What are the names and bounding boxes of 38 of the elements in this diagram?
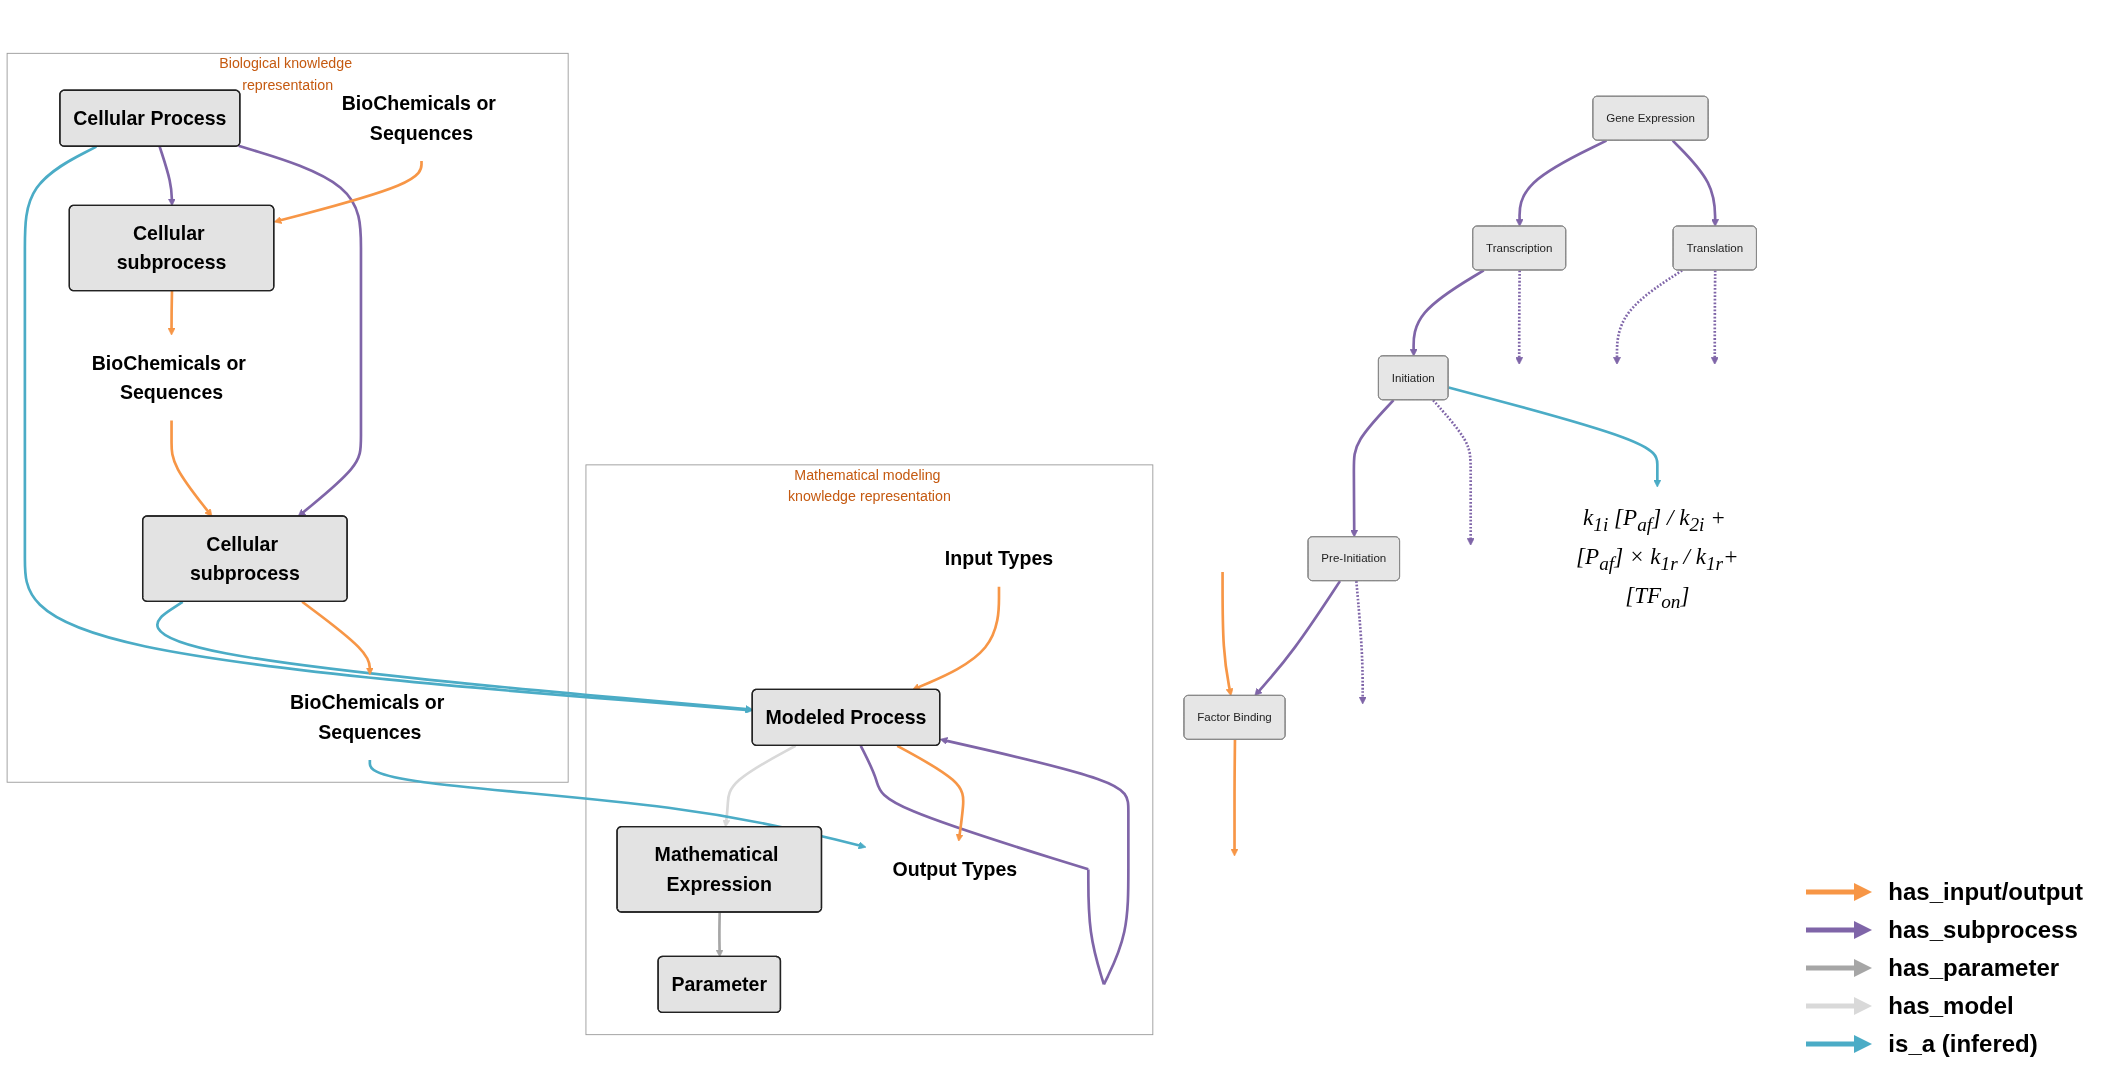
node-text: k$_{1i}$ [P$_{af}$] / k$_{2i}$ + [P$_{af}$] × k$_{1r}$ / k$_{1r}$+[TF$_{on}$]	[1576, 504, 1739, 613]
legend-label: has_subprocess	[1888, 916, 2078, 944]
node-text: BioChemicals or Sequences	[341, 92, 496, 144]
node-text: Input Types	[944, 547, 1054, 570]
arrow	[1221, 572, 1234, 697]
arrow	[1432, 399, 1475, 546]
arrow	[912, 586, 1001, 691]
node-text: BioChemicals or Sequences	[289, 691, 445, 744]
node-text: Output Types	[892, 858, 1018, 881]
arrow	[715, 912, 724, 958]
legend-label: has_model	[1888, 992, 2014, 1020]
arrow	[238, 144, 363, 517]
legend-label: has_parameter	[1888, 954, 2060, 982]
arrow	[156, 600, 753, 713]
arrow	[1409, 269, 1485, 357]
arrow	[170, 420, 213, 517]
arrow	[368, 759, 867, 850]
arrow	[1671, 139, 1720, 227]
arrow	[1350, 399, 1395, 538]
arrow	[1254, 580, 1342, 697]
arrow	[1355, 581, 1367, 705]
arrow	[23, 145, 753, 714]
arrow	[1448, 386, 1662, 488]
node-text: BioChemicals or Sequences	[91, 351, 246, 404]
arrow	[273, 160, 423, 224]
arrow	[301, 600, 374, 676]
arrow	[722, 744, 797, 828]
arrow	[896, 744, 965, 842]
arrow	[1710, 270, 1719, 365]
arrow	[859, 737, 1130, 985]
arrow	[1515, 270, 1524, 365]
legend-label: has_input/output	[1888, 878, 2083, 906]
arrow	[1230, 739, 1239, 857]
arrow	[167, 291, 176, 336]
legend-label: is_a (infered)	[1888, 1030, 2038, 1058]
arrow	[1515, 139, 1608, 227]
arrow	[158, 146, 176, 207]
arrow	[1613, 269, 1683, 365]
